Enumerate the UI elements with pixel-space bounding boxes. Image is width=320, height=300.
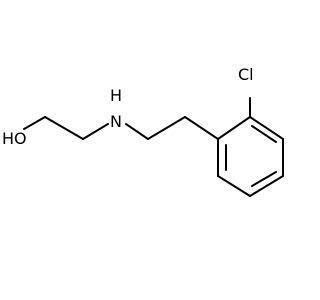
structure-canvas: HO H N Cl [2,65,284,197]
bond-o-c1 [23,116,46,130]
bond-c4-ring [184,116,219,140]
ring-bond-5 [217,175,251,197]
ring-bond-4 [249,175,284,197]
ring-double-bond-b [251,171,277,187]
amine-h-label: H [110,86,122,105]
ring-bond-1 [217,116,251,140]
ring-double-bond-a [251,125,277,143]
bond-c1-c2 [44,116,84,140]
bond-c2-n [82,123,109,140]
bond-c3-c4 [147,116,186,140]
amine-n-label: N [110,112,122,131]
bond-n-c3 [125,123,149,140]
hydroxyl-label: HO [2,129,27,148]
molecule-structure: HO H N Cl [2,65,284,197]
ring-bond-2 [249,116,284,140]
chlorine-label: Cl [238,65,254,84]
